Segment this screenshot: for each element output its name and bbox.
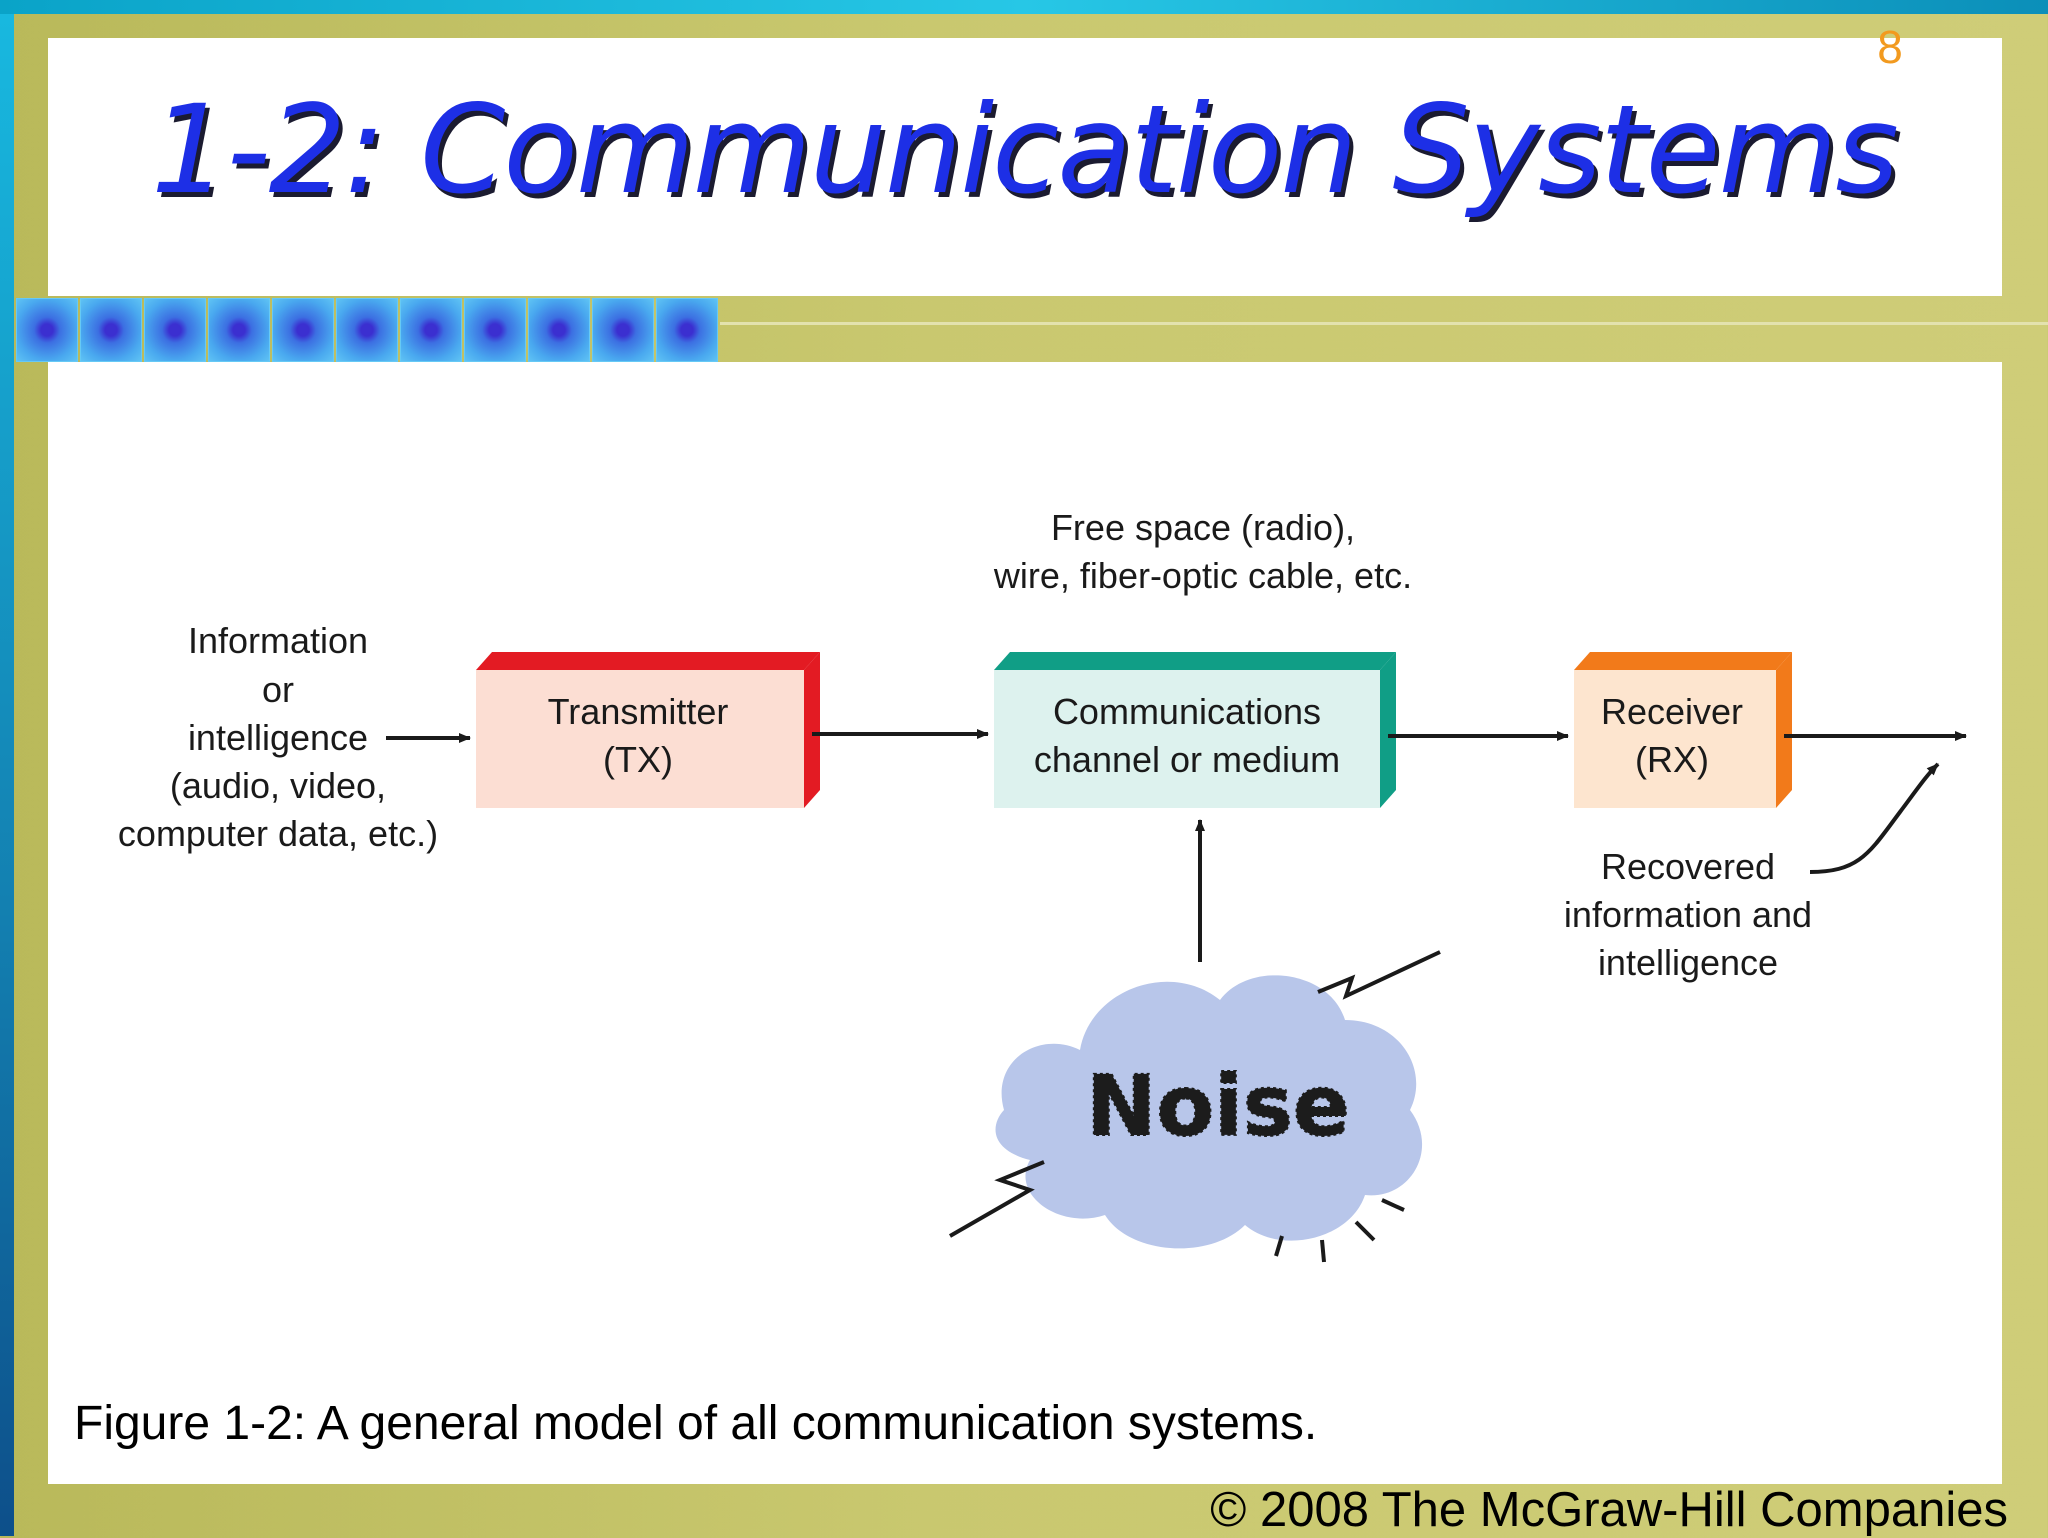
transmitter-block: Transmitter (TX) [476,652,820,808]
output-label-line: intelligence [1598,942,1778,983]
lightning-bolt-icon [949,1160,1045,1238]
channel-side-face [1380,652,1396,808]
left-border [0,0,14,1536]
channel-front-face [994,670,1380,808]
decorative-tile [400,298,462,362]
input-label-line: intelligence [188,717,368,758]
receiver-side-face [1776,652,1792,808]
copyright-notice: © 2008 The McGraw-Hill Companies [1210,1483,2008,1537]
output-pointer-arrow [1809,762,1940,874]
decorative-tile [144,298,206,362]
spark-line-icon [1274,1235,1284,1257]
receiver-abbrev: (RX) [1635,739,1709,780]
slide-number: 8 [1877,21,1903,73]
channel-label: Communications [1053,691,1321,732]
top-border [0,0,2048,14]
receiver-top-face [1574,652,1792,670]
decorative-tile [16,298,78,362]
spark-line-icon [1354,1220,1376,1242]
title-panel [48,38,2002,296]
decorative-rule [720,322,2048,325]
input-label-line: or [262,669,294,710]
receiver-block: Receiver (RX) [1574,652,1792,808]
decorative-tile [80,298,142,362]
spark-line-icon [1381,1198,1405,1212]
channel-top-face [994,652,1396,670]
receiver-front-face [1574,670,1776,808]
decorative-tile [464,298,526,362]
transmitter-label: Transmitter [548,691,729,732]
decorative-tile [272,298,334,362]
spark-line-icon [1320,1239,1326,1263]
transmitter-front-face [476,670,804,808]
noise-label: Noise [1086,1057,1350,1155]
channel-label: channel or medium [1034,739,1340,780]
input-label: Information or intelligence (audio, vide… [118,620,438,854]
figure-caption: Figure 1-2: A general model of all commu… [74,1397,1318,1450]
slide-title: 1-2: Communication Systems [150,79,1899,221]
content-panel [48,362,2002,1484]
decorative-tile [336,298,398,362]
receiver-label: Receiver [1601,691,1743,732]
transmitter-top-face [476,652,820,670]
decorative-tile [592,298,654,362]
decorative-tile [656,298,718,362]
decorative-tile [208,298,270,362]
noise-cloud-shape [995,975,1423,1249]
input-label-line: Information [188,620,368,661]
transmitter-side-face [804,652,820,808]
input-label-line: computer data, etc.) [118,813,438,854]
channel-medium-label: Free space (radio), wire, fiber-optic ca… [993,507,1412,596]
channel-medium-label-line: Free space (radio), [1051,507,1355,548]
lightning-bolt-icon [1317,950,1441,1000]
output-label-line: Recovered [1601,846,1775,887]
channel-medium-label-line: wire, fiber-optic cable, etc. [993,555,1412,596]
transmitter-abbrev: (TX) [603,739,673,780]
noise-cloud: Noise [995,975,1423,1249]
decorative-tile-strip [16,298,720,362]
output-label-line: information and [1564,894,1812,935]
input-label-line: (audio, video, [170,765,386,806]
decorative-tile [528,298,590,362]
output-label: Recovered information and intelligence [1564,846,1812,983]
channel-block: Communications channel or medium [994,652,1396,808]
